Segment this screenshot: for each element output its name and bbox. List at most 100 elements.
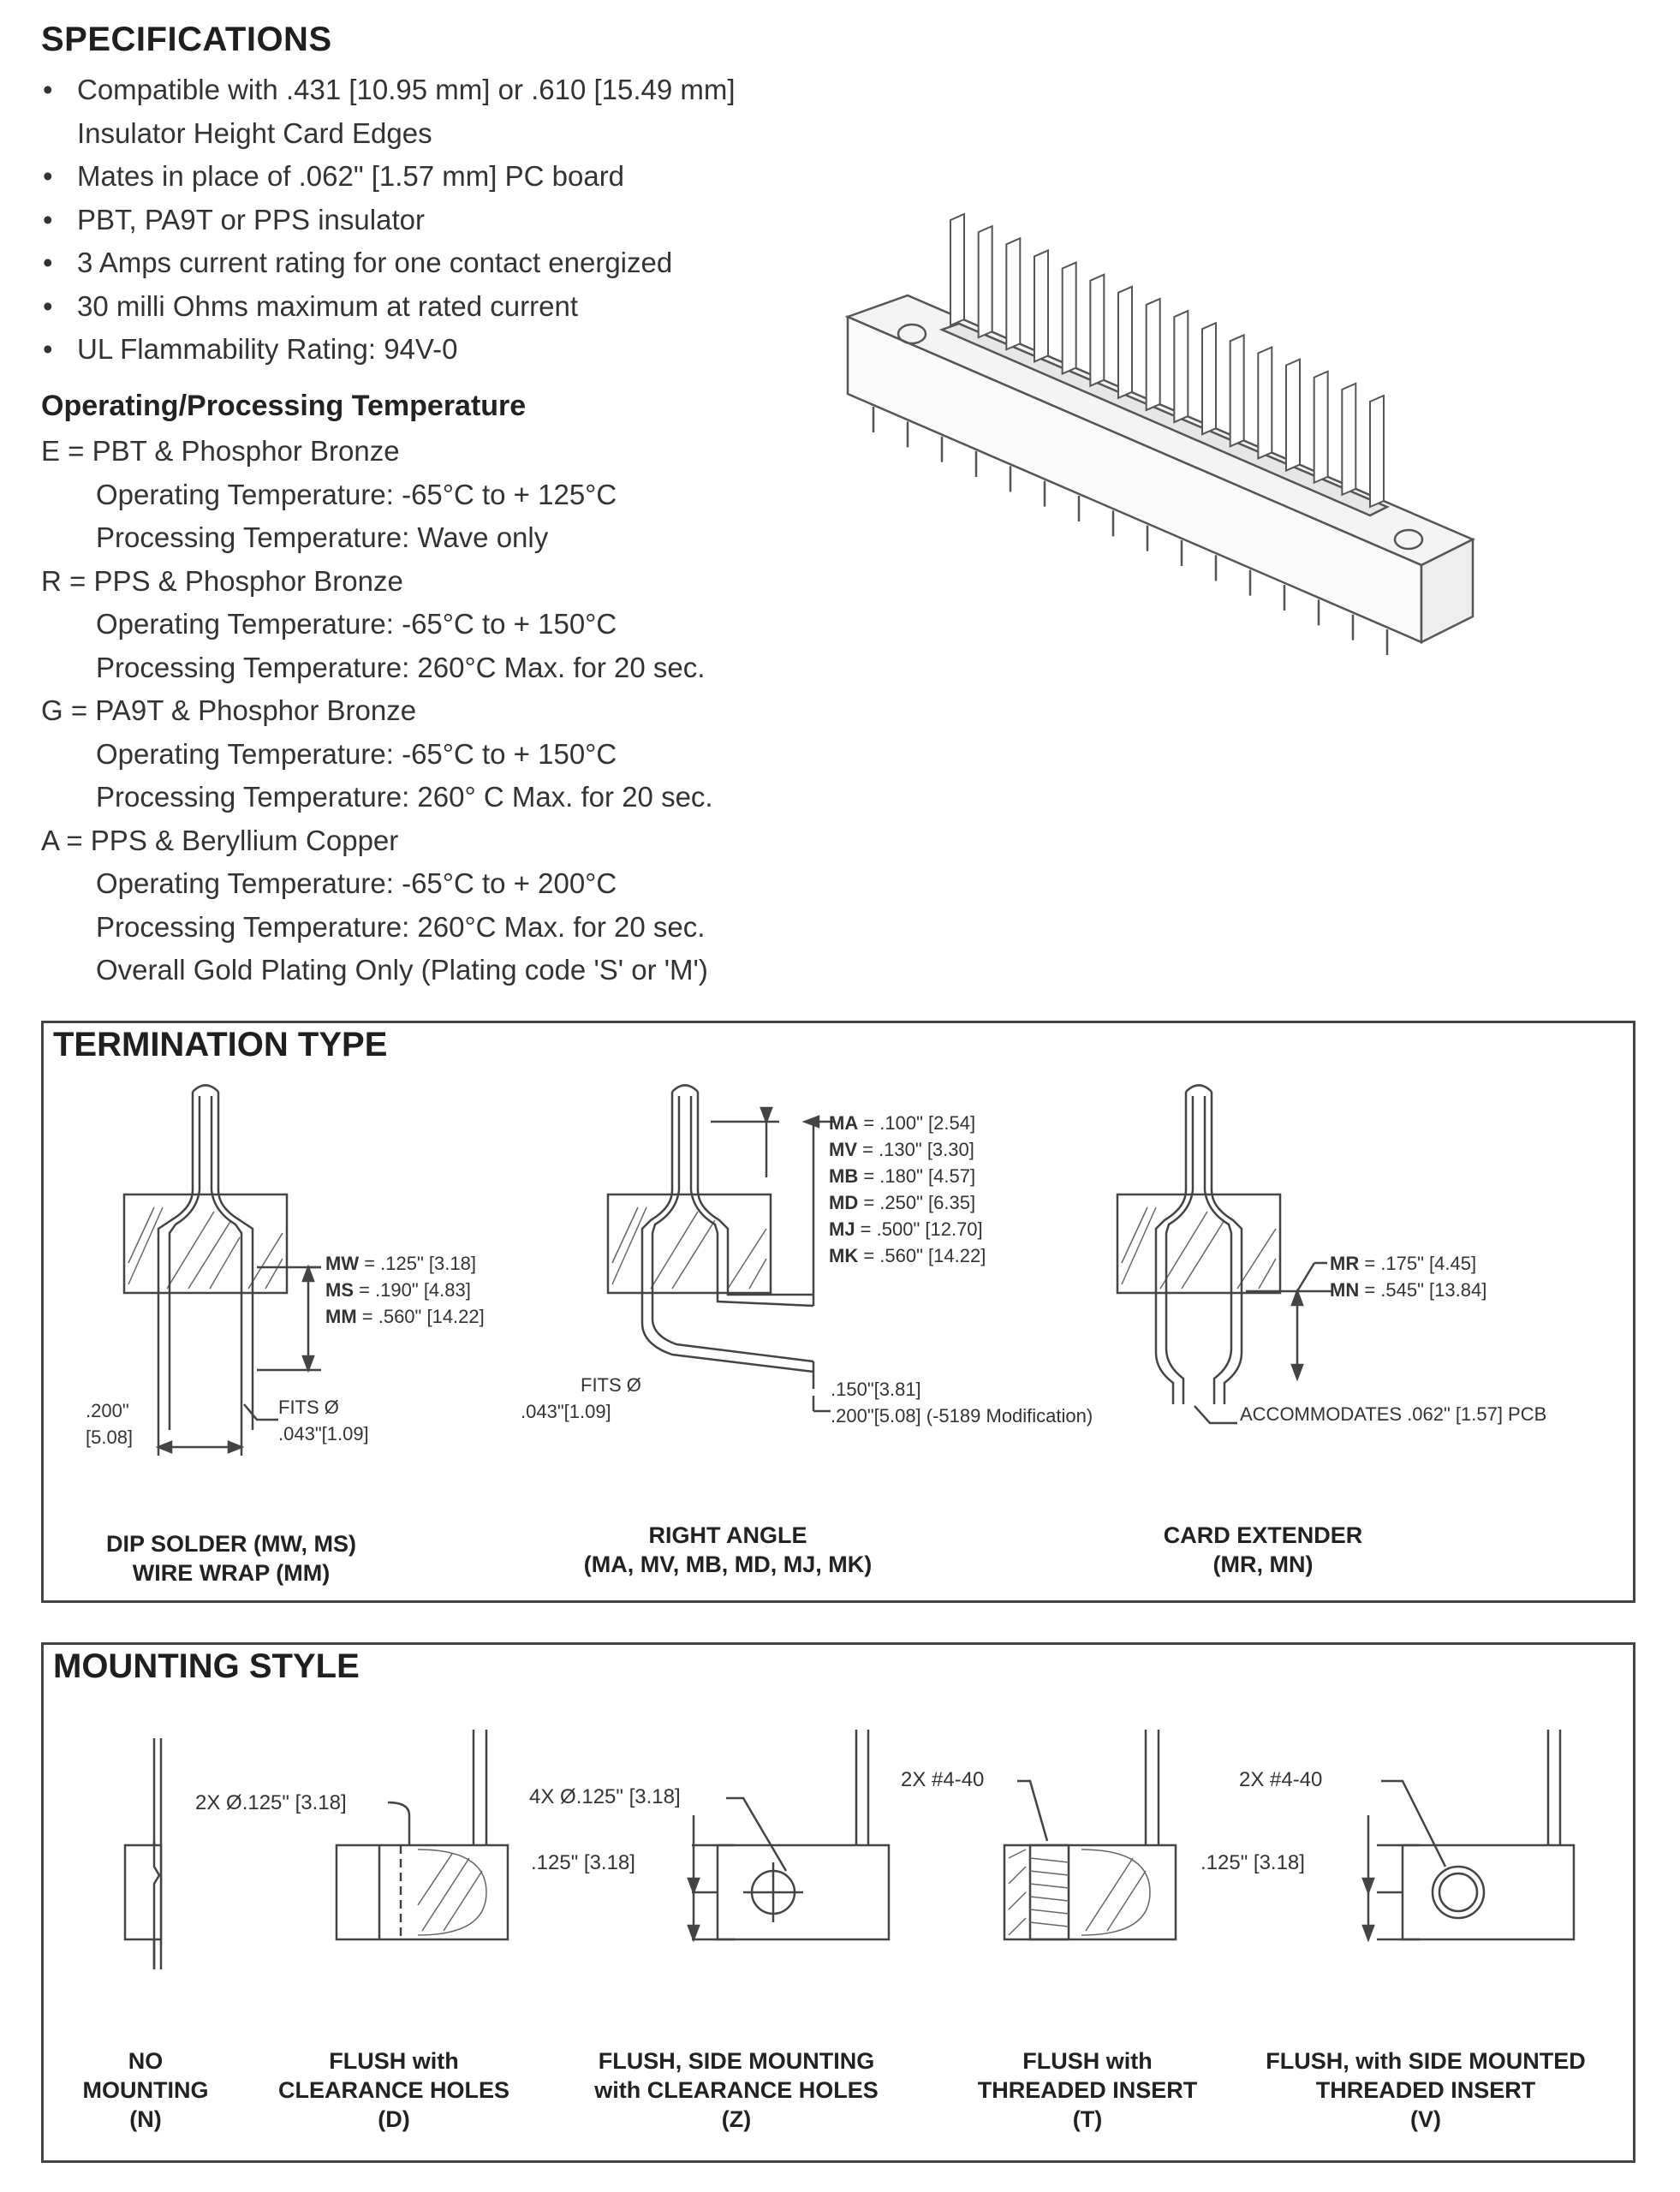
caption-code: (V) (1410, 2106, 1441, 2132)
card-extender-dimension-table: MR = .175" [4.45] MN = .545" [13.84] (1330, 1250, 1486, 1303)
caption-line: FLUSH, SIDE MOUNTING (598, 2048, 875, 2074)
dim-value: = .560" [14.22] (858, 1245, 986, 1266)
processing-temp: Processing Temperature: 260°C Max. for 2… (96, 651, 706, 683)
spec-item: •PBT, PA9T or PPS insulator (41, 199, 736, 242)
contact-finger (977, 224, 993, 339)
caption-line: with CLEARANCE HOLES (594, 2077, 879, 2103)
dim-code: MB (829, 1165, 859, 1187)
caption-code: (N) (129, 2106, 162, 2132)
caption-line: FLUSH with (329, 2048, 459, 2074)
contact-finger (1089, 273, 1105, 388)
mounting-caption-t: FLUSH with THREADED INSERT (T) (950, 2046, 1224, 2134)
spec-text: Mates in place of .062" [1.57 mm] PC boa… (77, 160, 625, 192)
spec-item: •3 Amps current rating for one contact e… (41, 241, 736, 285)
caption-code: (D) (378, 2106, 410, 2132)
right-angle-dimension-table: MA = .100" [2.54] MV = .130" [3.30] MB =… (829, 1110, 986, 1269)
dim-code: MM (325, 1306, 357, 1327)
operating-temp: Operating Temperature: -65°C to + 200°C (96, 867, 617, 899)
bullet-icon: • (43, 289, 53, 322)
material-a: A = PPS & Beryllium Copper (41, 824, 399, 856)
fits-label: FITS Ø (581, 1374, 641, 1396)
dim-value: = .100" [2.54] (858, 1112, 976, 1134)
caption-code: (T) (1072, 2106, 1103, 2132)
spec-text: 30 milli Ohms maximum at rated current (77, 289, 578, 322)
caption-line: NO (128, 2048, 164, 2074)
dip-solder-drawing (122, 1084, 321, 1456)
contact-finger (1117, 285, 1133, 400)
material-e: E = PBT & Phosphor Bronze (41, 435, 400, 467)
fits-label: FITS Ø (278, 1397, 339, 1418)
v-dim-label: .125" [3.18] (1200, 1851, 1305, 1874)
offset-mod: .200"[5.08] (-5189 Modification) (831, 1405, 1093, 1427)
dip-pitch: .200" [5.08] (86, 1397, 133, 1450)
dim-value: = .180" [4.57] (858, 1165, 976, 1187)
caption-code: (Z) (721, 2106, 752, 2132)
material-r: R = PPS & Phosphor Bronze (41, 564, 403, 597)
dim-code: MJ (829, 1218, 855, 1240)
termination-title: TERMINATION TYPE (53, 1026, 388, 1063)
processing-temp: Processing Temperature: 260° C Max. for … (96, 781, 713, 813)
z-holes-label: 4X Ø.125" [3.18] (529, 1785, 681, 1808)
processing-temp: Processing Temperature: 260°C Max. for 2… (96, 910, 706, 943)
dim-code: MD (829, 1192, 859, 1213)
dip-caption: DIP SOLDER (MW, MS) WIRE WRAP (MM) (69, 1529, 394, 1587)
caption-line: FLUSH with (1022, 2048, 1153, 2074)
caption-line: (MR, MN) (1212, 1552, 1314, 1577)
dim-value: = .250" [6.35] (858, 1192, 976, 1213)
connector-illustration (844, 212, 1475, 655)
processing-temp: Processing Temperature: Wave only (96, 521, 549, 553)
caption-line: DIP SOLDER (MW, MS) (105, 1531, 356, 1557)
dim-code: MN (1330, 1279, 1360, 1301)
spec-item: • 30 milli Ohms maximum at rated current (41, 285, 736, 329)
mounting-caption-z: FLUSH, SIDE MOUNTING with CLEARANCE HOLE… (574, 2046, 899, 2134)
dim-code: MR (1330, 1253, 1360, 1274)
right-angle-drawing (606, 1084, 815, 1389)
contact-finger (1034, 248, 1049, 363)
v-insert-label: 2X #4-40 (1239, 1768, 1323, 1791)
spec-item: • UL Flammability Rating: 94V-0 (41, 328, 736, 372)
operating-temp: Operating Temperature: -65°C to + 150°C (96, 608, 617, 640)
dim-value: = .130" [3.30] (857, 1139, 974, 1160)
pitch-inch: .200" (86, 1400, 129, 1421)
mounting-drawings (123, 1730, 1576, 1969)
caption-line: RIGHT ANGLE (648, 1522, 807, 1548)
pitch-mm: [5.08] (86, 1427, 134, 1448)
caption-line: CLEARANCE HOLES (277, 2077, 509, 2103)
contact-finger (1285, 358, 1301, 473)
mounting-panel (41, 1642, 1635, 2163)
mounting-caption-v: FLUSH, with SIDE MOUNTED THREADED INSERT… (1233, 2046, 1618, 2134)
contact-finger (1341, 382, 1357, 497)
dip-dimension-table: MW = .125" [3.18] MS = .190" [4.83] MM =… (325, 1250, 485, 1330)
spec-text: UL Flammability Rating: 94V-0 (77, 333, 458, 365)
t-insert-label: 2X #4-40 (901, 1768, 985, 1791)
temperature-list: E = PBT & Phosphor Bronze Operating Temp… (41, 430, 713, 992)
specifications-title: SPECIFICATIONS (41, 21, 332, 58)
spec-text: Insulator Height Card Edges (77, 116, 432, 149)
contact-finger (1257, 345, 1273, 460)
bullet-icon: • (43, 160, 53, 192)
plating-note: Overall Gold Plating Only (Plating code … (96, 954, 708, 986)
dim-value: = .560" [14.22] (356, 1306, 485, 1327)
contact-finger (950, 212, 965, 327)
caption-line: WIRE WRAP (MM) (132, 1560, 331, 1586)
operating-temp: Operating Temperature: -65°C to + 125°C (96, 478, 617, 510)
spec-item: •Compatible with .431 [10.95 mm] or .610… (41, 68, 736, 155)
caption-line: THREADED INSERT (977, 2077, 1198, 2103)
temperature-title: Operating/Processing Temperature (41, 390, 527, 422)
fits-value: .043"[1.09] (521, 1401, 611, 1422)
spec-text: Compatible with .431 [10.95 mm] or .610 … (77, 74, 736, 105)
dim-value: = .545" [13.84] (1359, 1279, 1487, 1301)
caption-line: FLUSH, with SIDE MOUNTED (1266, 2048, 1586, 2074)
right-angle-dim-lines (801, 1115, 835, 1413)
dim-code: MA (829, 1112, 859, 1134)
offset-value: .150"[3.81] (831, 1379, 921, 1400)
card-extender-accommodates: ACCOMMODATES .062" [1.57] PCB (1240, 1403, 1547, 1425)
caption-line: (MA, MV, MB, MD, MJ, MK) (583, 1552, 873, 1577)
bullet-icon: • (43, 333, 53, 365)
specifications-list: • Compatible with .431 [10.95 mm] or .610… (41, 68, 736, 372)
fits-value: .043"[1.09] (278, 1423, 369, 1444)
right-angle-fits: FITS Ø .043"[1.09] (521, 1372, 641, 1425)
card-extender-drawing (1116, 1084, 1331, 1425)
caption-line: MOUNTING (82, 2077, 209, 2103)
material-g: G = PA9T & Phosphor Bronze (41, 694, 417, 726)
